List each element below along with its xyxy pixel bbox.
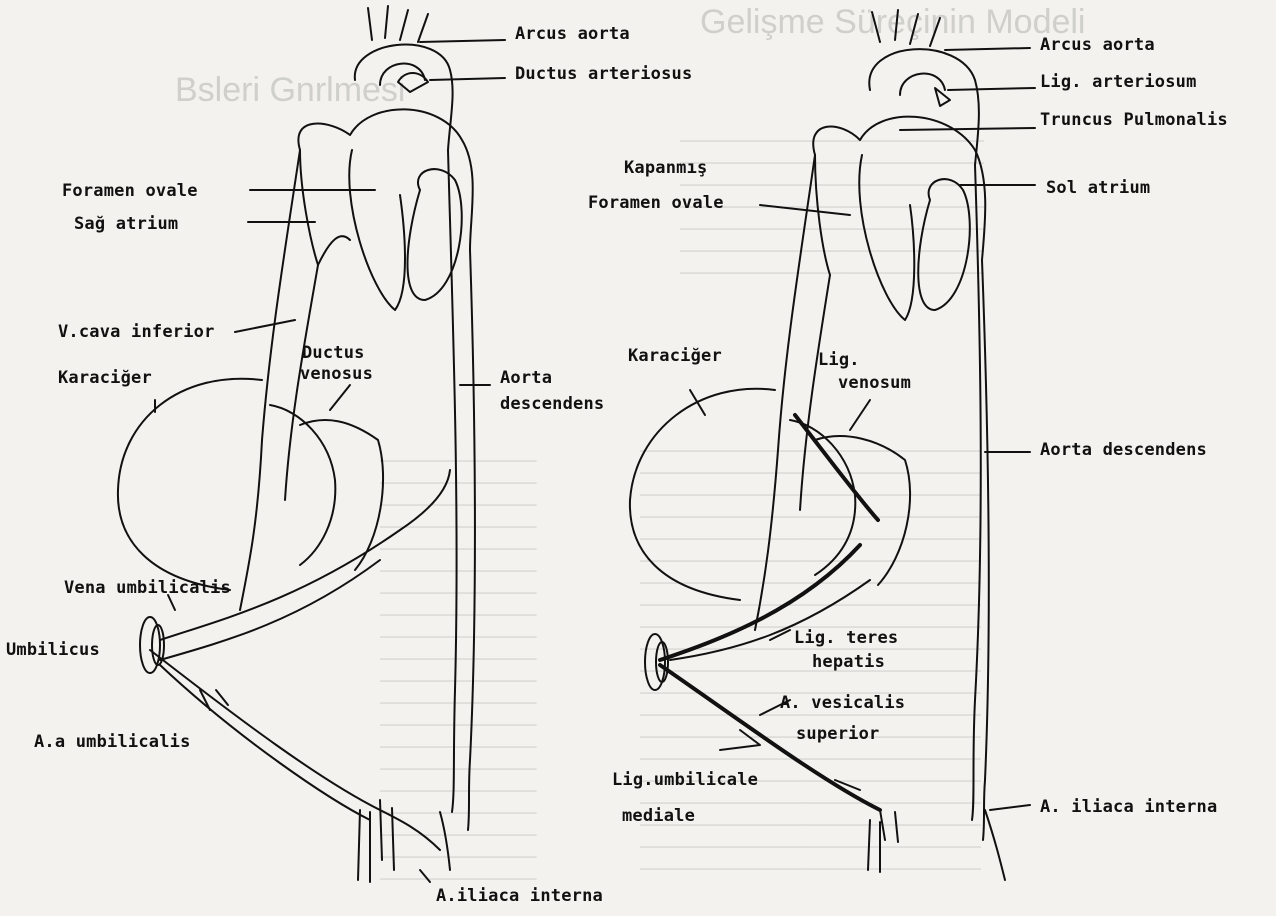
label-sag-atrium: Sağ atrium	[74, 214, 178, 234]
label-ductus-arteriosus: Ductus arteriosus	[515, 64, 692, 84]
label-arcus-aorta-right: Arcus aorta	[1040, 35, 1155, 55]
label-arcus-aorta-left: Arcus aorta	[515, 24, 630, 44]
label-truncus-pulmonalis: Truncus Pulmonalis	[1040, 110, 1228, 130]
label-aa-umbilicalis: A.a umbilicalis	[34, 732, 191, 752]
label-foramen-ovale-right: Foramen ovale	[588, 193, 724, 213]
label-karaciger-left: Karaciğer	[58, 368, 152, 388]
label-umbilicus: Umbilicus	[6, 640, 100, 660]
label-karaciger-right: Karaciğer	[628, 346, 722, 366]
label-a-vesicalis-line2: superior	[796, 724, 879, 744]
label-lig-venosum-line2: venosum	[838, 373, 911, 393]
label-lig-teres-line2: hepatis	[812, 652, 885, 672]
label-aorta-descendens-left-line1: Aorta	[500, 368, 552, 388]
label-lig-teres-line1: Lig. teres	[794, 628, 898, 648]
label-lig-arteriosum: Lig. arteriosum	[1040, 72, 1197, 92]
label-lig-umbilicale-line2: mediale	[622, 806, 695, 826]
label-vcava-inferior: V.cava inferior	[58, 322, 215, 342]
label-a-iliaca-interna-left: A.iliaca interna	[436, 886, 603, 906]
label-lig-umbilicale-line1: Lig.umbilicale	[612, 770, 758, 790]
label-aorta-descendens-right: Aorta descendens	[1040, 440, 1207, 460]
label-kapanmis: Kapanmış	[624, 158, 707, 178]
label-ductus-venosus-line1: Ductus	[302, 343, 365, 363]
label-ductus-venosus-line2: venosus	[300, 364, 373, 384]
label-foramen-ovale-left: Foramen ovale	[62, 181, 198, 201]
label-vena-umbilicalis: Vena umbilicalis	[64, 578, 231, 598]
label-lig-venosum-line1: Lig.	[818, 350, 860, 370]
label-sol-atrium: Sol atrium	[1046, 178, 1150, 198]
label-aorta-descendens-left-line2: descendens	[500, 394, 604, 414]
label-a-iliaca-interna-right: A. iliaca interna	[1040, 797, 1217, 817]
label-a-vesicalis-line1: A. vesicalis	[780, 693, 905, 713]
